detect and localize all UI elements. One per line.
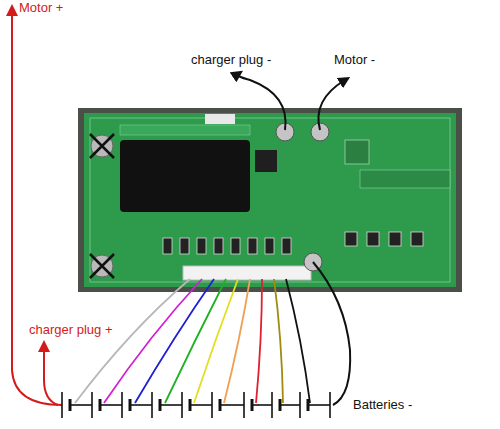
ic-chip (255, 150, 277, 172)
charger-positive-wire (44, 346, 58, 405)
cell-plate-long (121, 392, 123, 418)
wire (286, 279, 310, 403)
cross-mark (90, 254, 114, 278)
resistor-symbol (248, 238, 257, 254)
motor-positive-wire (12, 10, 62, 405)
wire (104, 279, 202, 403)
resistor-symbol (345, 232, 357, 246)
cell-plate-long (151, 392, 153, 418)
pcb-trace-outline (90, 118, 450, 282)
cell-plate-long (329, 392, 331, 418)
resistor-symbol (197, 238, 206, 254)
balance-connector (183, 266, 311, 280)
wire (256, 279, 262, 403)
resistor-symbol (214, 238, 223, 254)
mounting-screw (91, 135, 113, 157)
ic-pad (345, 140, 369, 164)
cell-link (190, 404, 212, 406)
resistor-symbol (163, 238, 172, 254)
resistor-symbol (265, 238, 274, 254)
resistor-symbol (389, 232, 401, 246)
charger-negative-wire (238, 74, 286, 130)
small-connector (205, 114, 235, 124)
board-frame (78, 108, 462, 292)
wire (165, 279, 226, 403)
cell-plate-long (61, 392, 63, 418)
cell-plate-long (271, 392, 273, 418)
wire-label: Motor + (18, 0, 64, 15)
silkscreen-strip (120, 125, 250, 135)
cell-link (280, 404, 300, 406)
cell-link (70, 404, 92, 406)
motor-negative-wire (318, 80, 345, 130)
resistor-symbol (282, 238, 291, 254)
resistor-symbol (231, 238, 240, 254)
wire-label: charger plug + (28, 322, 113, 337)
cell-link (130, 404, 152, 406)
cell-link (308, 404, 330, 406)
pcb-board (84, 113, 456, 287)
wire-label: Batteries - (352, 397, 413, 412)
cell-link (220, 404, 244, 406)
resistor-symbol (411, 232, 423, 246)
cell-plate-long (299, 392, 301, 418)
mounting-screw (91, 255, 113, 277)
wire-label: charger plug - (190, 52, 272, 67)
cell-link (252, 404, 272, 406)
wire (224, 279, 250, 403)
balance-wires (75, 279, 310, 403)
cross-mark (90, 134, 114, 158)
cell-plate-long (243, 392, 245, 418)
wire-label: Motor - (333, 52, 376, 67)
cell-plate-long (211, 392, 213, 418)
cell-plate-long (91, 392, 93, 418)
resistor-row (163, 232, 423, 254)
resistor-symbol (180, 238, 189, 254)
cell-link (100, 404, 122, 406)
battery-negative-wire (313, 262, 350, 405)
resistor-symbol (367, 232, 379, 246)
wire (274, 279, 283, 403)
wire (194, 279, 238, 403)
battery-string (62, 392, 330, 418)
cell-plate-long (181, 392, 183, 418)
silkscreen-block (360, 170, 450, 188)
potted-chip (120, 140, 250, 212)
cell-link (160, 404, 182, 406)
